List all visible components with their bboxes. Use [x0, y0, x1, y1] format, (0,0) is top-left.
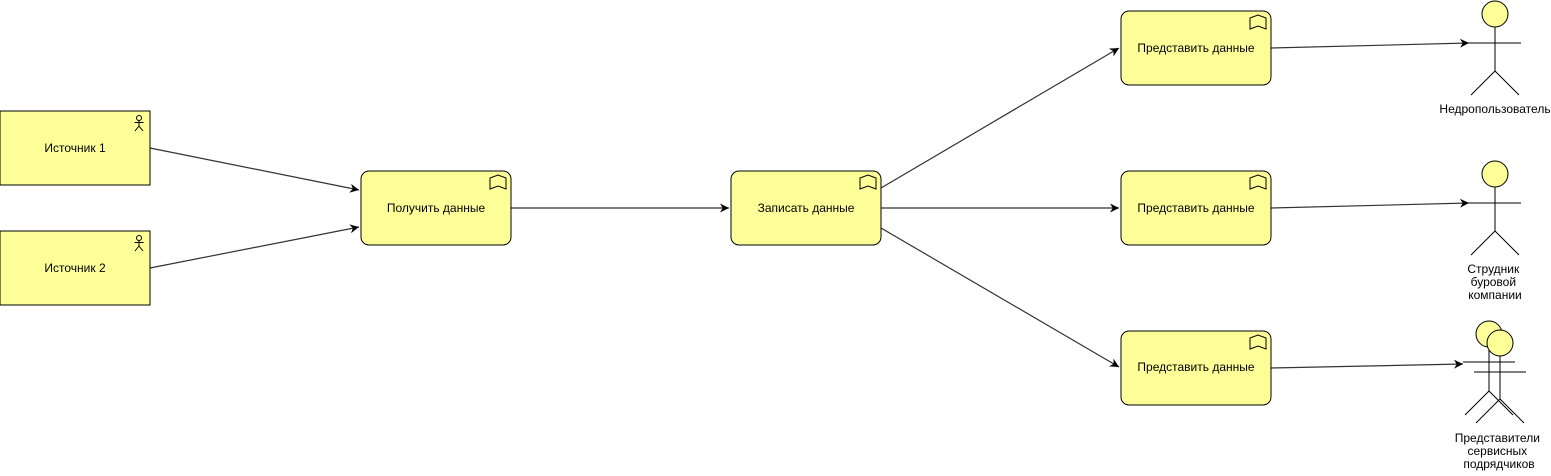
edge-source2-receive[interactable]: [149, 224, 360, 269]
event-flag-icon: [859, 174, 877, 190]
event-flag-icon: [1249, 174, 1267, 190]
process-label: Представить данные: [1137, 360, 1254, 374]
actor-label: Представители сервисных подрядчиков: [1455, 431, 1544, 471]
process-box-present-1[interactable]: Представить данные: [1120, 10, 1272, 86]
actor-nedropolzovatel[interactable]: Недропользователь: [1439, 0, 1551, 116]
actor-label-line: сервисных: [1467, 444, 1527, 458]
edge-present1-actor1[interactable]: [1270, 38, 1470, 49]
actor-label-line: Струдник: [1467, 262, 1520, 276]
source-box-1[interactable]: Источник 1: [0, 110, 151, 186]
event-flag-icon: [1249, 334, 1267, 350]
stick-figure-icon: [1469, 0, 1521, 96]
actor-label: Струдник буровой компании: [1467, 262, 1522, 302]
actor-icon: [134, 235, 144, 252]
actor-label-line: компании: [1468, 288, 1522, 302]
edge-record-present3[interactable]: [880, 227, 1120, 368]
process-label: Представить данные: [1137, 41, 1254, 55]
actor-label-line: буровой: [1471, 275, 1516, 289]
process-label: Записать данные: [758, 201, 855, 215]
process-label: Представить данные: [1137, 201, 1254, 215]
edge-present2-actor2[interactable]: [1270, 198, 1470, 209]
process-box-record[interactable]: Записать данные: [730, 170, 882, 246]
event-flag-icon: [1249, 14, 1267, 30]
actor-drilling-employee[interactable]: Струдник буровой компании: [1467, 160, 1522, 302]
actor-icon: [134, 115, 144, 132]
stick-figure-icon: [1469, 160, 1521, 256]
edge-source1-receive[interactable]: [149, 147, 360, 193]
process-box-present-3[interactable]: Представить данные: [1120, 330, 1272, 406]
event-flag-icon: [489, 174, 507, 190]
process-box-receive[interactable]: Получить данные: [360, 170, 512, 246]
source-label: Источник 2: [44, 261, 106, 275]
process-label: Получить данные: [387, 201, 486, 215]
actor-label: Недропользователь: [1439, 102, 1550, 116]
actor-label-line: подрядчиков: [1463, 457, 1534, 471]
actor-label-line: Представители: [1455, 431, 1540, 445]
source-box-2[interactable]: Источник 2: [0, 230, 151, 306]
edge-record-present1[interactable]: [880, 47, 1120, 189]
actor-service-contractors[interactable]: Представители сервисных подрядчиков: [1455, 320, 1544, 471]
source-label: Источник 1: [44, 141, 106, 155]
process-box-present-2[interactable]: Представить данные: [1120, 170, 1272, 246]
multiple-actors-icon: [1463, 320, 1526, 424]
connectors: [149, 38, 1470, 369]
edge-present3-actor3[interactable]: [1270, 359, 1464, 369]
